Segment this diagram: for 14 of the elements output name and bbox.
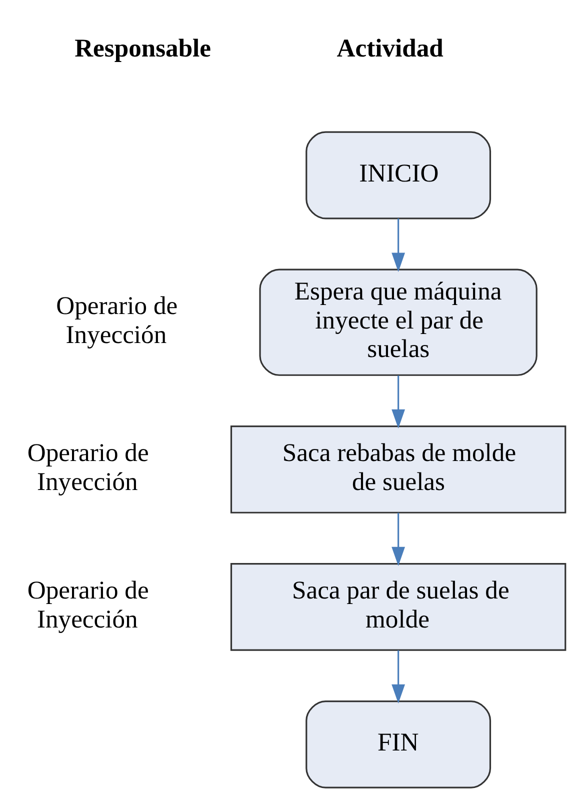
node-box: INICIO — [306, 130, 492, 219]
arrow — [392, 650, 406, 704]
node-box: Saca rebabas de molde de suelas — [230, 424, 566, 513]
node-box: FIN — [306, 700, 492, 788]
arrow — [392, 512, 406, 566]
label: Responsable — [74, 33, 212, 62]
label: Operario de Inyección — [27, 438, 149, 496]
node-box: Espera que máquina inyecte el par de suelas — [259, 268, 538, 376]
label: Operario de Inyección — [56, 290, 178, 348]
node-box: Saca par de suelas de molde — [230, 562, 566, 650]
label: Operario de Inyección — [27, 575, 149, 633]
arrow — [392, 375, 406, 428]
label: Actividad — [336, 33, 444, 62]
arrow — [392, 218, 406, 272]
